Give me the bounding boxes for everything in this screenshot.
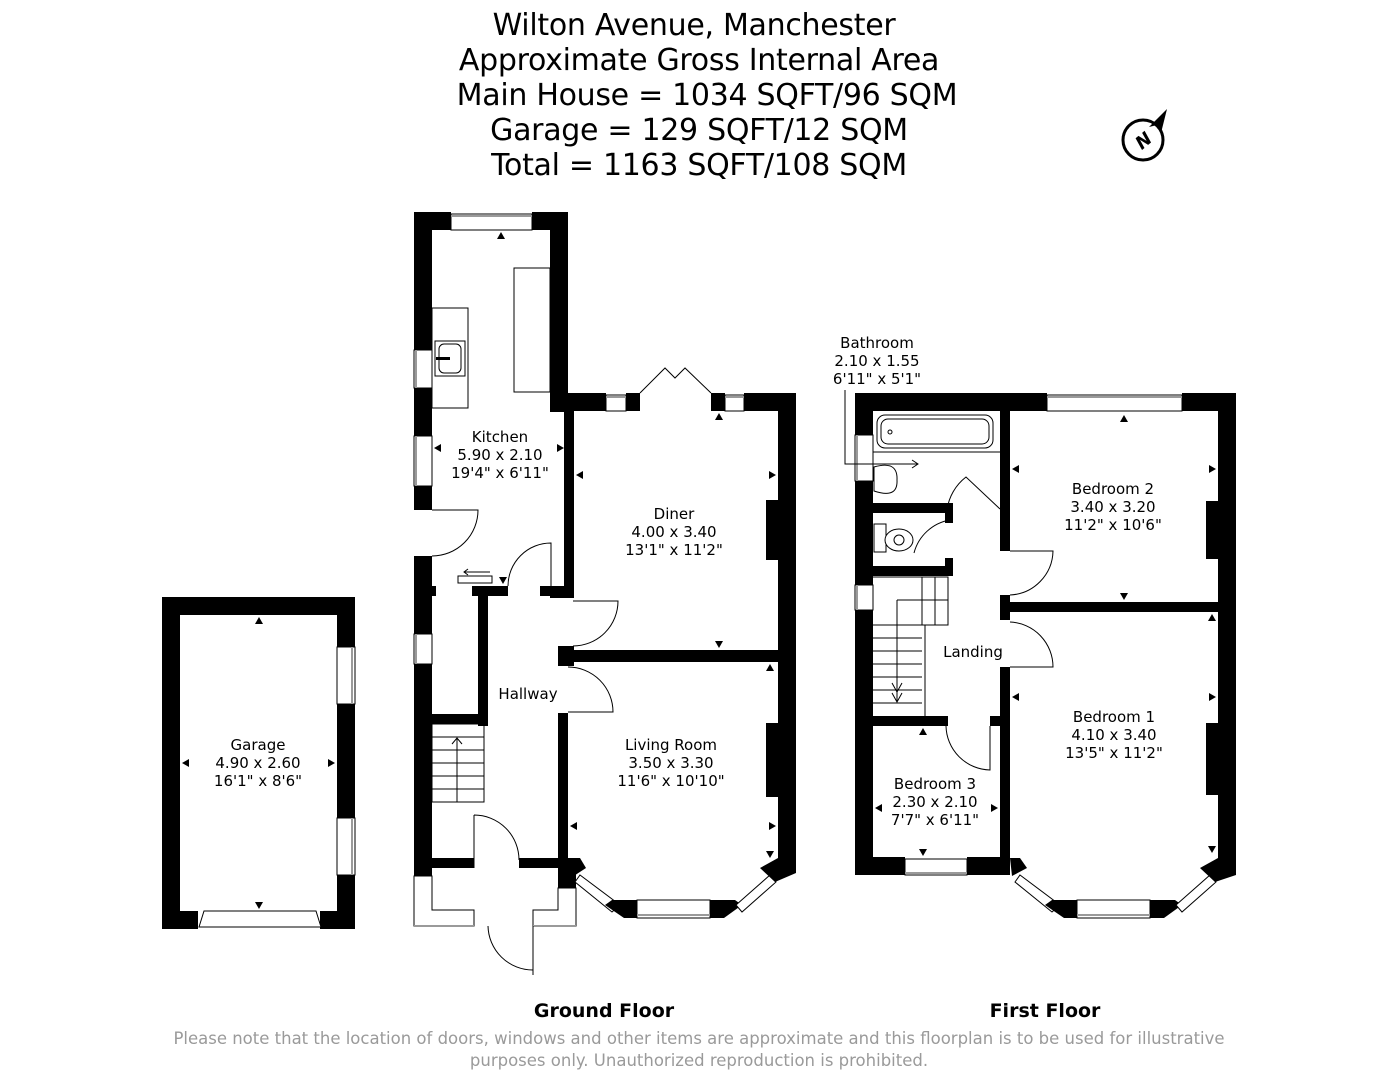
ground-floor-plan <box>413 212 796 975</box>
room-metric: 4.90 x 2.60 <box>215 754 301 772</box>
room-label-bathroom: Bathroom 2.10 x 1.55 6'11" x 5'1" <box>833 334 921 388</box>
room-name: Diner <box>653 505 695 523</box>
room-metric: 5.90 x 2.10 <box>457 446 543 464</box>
room-imperial: 19'4" x 6'11" <box>451 464 549 482</box>
room-imperial: 11'2" x 10'6" <box>1064 516 1162 534</box>
garage-plan <box>162 597 356 929</box>
room-metric: 3.50 x 3.30 <box>628 754 714 772</box>
garage-area: Garage = 129 SQFT/12 SQM <box>490 113 908 148</box>
room-label-living-room: Living Room 3.50 x 3.30 11'6" x 10'10" <box>617 736 724 790</box>
room-metric: 2.30 x 2.10 <box>892 793 978 811</box>
room-label-hallway: Hallway <box>498 685 557 703</box>
room-label-kitchen: Kitchen 5.90 x 2.10 19'4" x 6'11" <box>451 428 549 482</box>
room-name: Bathroom <box>840 334 914 352</box>
room-imperial: 6'11" x 5'1" <box>832 370 922 388</box>
disclaimer: Please note that the location of doors, … <box>0 1028 1398 1072</box>
room-name: Bedroom 2 <box>1071 480 1155 498</box>
room-metric: 4.10 x 3.40 <box>1071 726 1157 744</box>
first-floor-plan <box>844 390 1236 919</box>
room-name: Kitchen <box>471 428 529 446</box>
plan-header: Wilton Avenue, Manchester Approximate Gr… <box>0 8 1398 183</box>
room-name: Bedroom 3 <box>893 775 977 793</box>
room-imperial: 16'1" x 8'6" <box>213 772 303 790</box>
room-imperial: 13'1" x 11'2" <box>625 541 723 559</box>
disclaimer-line-2: purposes only. Unauthorized reproduction… <box>469 1051 929 1070</box>
room-imperial: 7'7" x 6'11" <box>890 811 980 829</box>
room-metric: 3.40 x 3.20 <box>1070 498 1156 516</box>
room-metric: 2.10 x 1.55 <box>834 352 920 370</box>
disclaimer-line-1: Please note that the location of doors, … <box>173 1029 1225 1048</box>
room-name: Living Room <box>624 736 718 754</box>
first-floor-title: First Floor <box>989 1000 1101 1022</box>
room-imperial: 13'5" x 11'2" <box>1065 744 1163 762</box>
ground-floor-title: Ground Floor <box>533 1000 675 1022</box>
room-name: Landing <box>943 643 1003 661</box>
room-label-bedroom-1: Bedroom 1 4.10 x 3.40 13'5" x 11'2" <box>1065 708 1163 762</box>
room-label-diner: Diner 4.00 x 3.40 13'1" x 11'2" <box>625 505 723 559</box>
room-metric: 4.00 x 3.40 <box>631 523 717 541</box>
room-imperial: 11'6" x 10'10" <box>617 772 725 790</box>
total-area: Total = 1163 SQFT/108 SQM <box>491 148 907 183</box>
room-name: Hallway <box>498 685 558 703</box>
north-compass-icon: N <box>1121 109 1167 162</box>
room-label-landing: Landing <box>943 643 1003 661</box>
room-label-bedroom-3: Bedroom 3 2.30 x 2.10 7'7" x 6'11" <box>891 775 979 829</box>
area-subtitle: Approximate Gross Internal Area <box>458 43 940 78</box>
room-name: Garage <box>230 736 286 754</box>
main-house-area: Main House = 1034 SQFT/96 SQM <box>456 78 958 113</box>
room-label-garage: Garage 4.90 x 2.60 16'1" x 8'6" <box>214 736 302 790</box>
address-title: Wilton Avenue, Manchester <box>492 8 896 43</box>
room-name: Bedroom 1 <box>1072 708 1156 726</box>
room-label-bedroom-2: Bedroom 2 3.40 x 3.20 11'2" x 10'6" <box>1064 480 1162 534</box>
